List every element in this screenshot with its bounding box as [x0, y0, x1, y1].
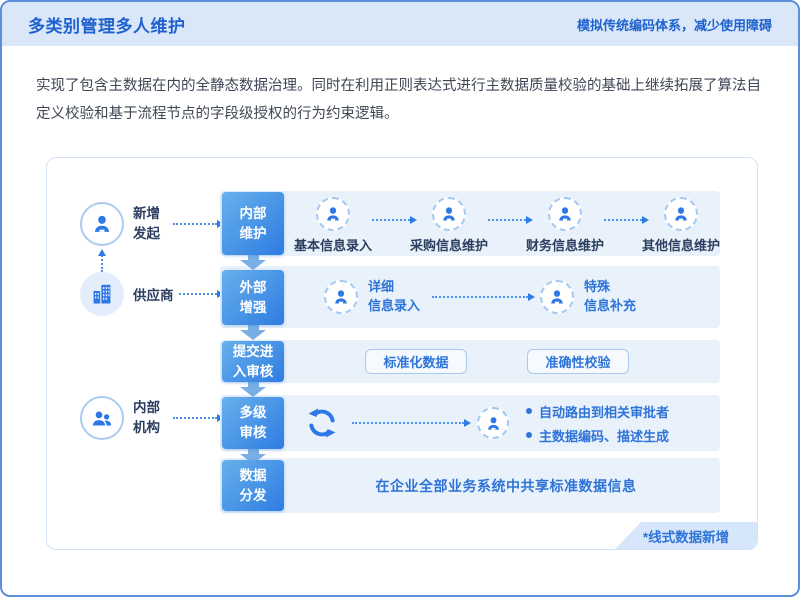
standardized-data-chip: 标准化数据	[365, 349, 467, 374]
sync-icon	[305, 406, 339, 440]
user-icon	[91, 213, 113, 235]
row-data-distribution: 在企业全部业务系统中共享标准数据信息	[220, 458, 720, 513]
row-submit-review: 标准化数据 准确性校验	[220, 340, 720, 383]
row-external-enhance: 详细 信息录入 特殊 信息补充	[220, 266, 720, 328]
actor-label: 内部 机构	[133, 400, 160, 436]
user-icon	[548, 197, 583, 231]
bullet-item: 自动路由到相关审批者	[526, 402, 669, 421]
actor-internal-org	[80, 396, 124, 440]
header-subtitle: 模拟传统编码体系，减少使用障碍	[576, 17, 772, 33]
step-item: 详细 信息录入	[324, 278, 420, 316]
arrow-down-icon	[240, 254, 266, 270]
actor-label: 新增 发起	[133, 206, 160, 242]
row-multilevel-review: 自动路由到相关审批者 主数据编码、描述生成	[220, 395, 720, 451]
page-title: 多类别管理多人维护	[28, 16, 186, 36]
row-internal-maintenance: 基本信息录入 采购信息维护 财务信息维护 其他信息维护	[220, 191, 720, 256]
arrow-right-icon	[179, 290, 224, 298]
actor-new-initiator	[80, 202, 124, 246]
stage-submit-review: 提交进 入审核	[222, 341, 284, 382]
bullet-item: 主数据编码、描述生成	[526, 426, 669, 445]
actor-label: 供应商	[133, 288, 174, 303]
step-label: 其他信息维护	[642, 238, 721, 253]
user-icon	[432, 197, 467, 231]
stage-external-enhance: 外部 增强	[222, 270, 284, 325]
arrow-down-icon	[240, 381, 266, 397]
user-icon	[540, 280, 575, 314]
user-icon	[324, 280, 358, 314]
step-label: 详细 信息录入	[368, 279, 421, 313]
stage-multilevel-review: 多级 审核	[222, 397, 284, 449]
step-item: 财务信息维护	[526, 197, 604, 254]
arrow-right-icon	[372, 216, 418, 224]
building-icon	[90, 282, 114, 306]
footnote-badge: *线式数据新增	[615, 522, 757, 549]
accuracy-check-chip: 准确性校验	[527, 349, 629, 374]
stage-internal-maintain: 内部 维护	[222, 192, 284, 255]
arrow-right-icon	[173, 220, 224, 228]
step-item: 其他信息维护	[642, 197, 720, 254]
arrow-down-icon	[240, 324, 266, 340]
actor-supplier	[80, 272, 124, 316]
arrow-right-icon	[604, 216, 650, 224]
step-label: 基本信息录入	[294, 238, 373, 253]
user-icon	[316, 197, 350, 231]
users-icon	[90, 406, 114, 430]
step-label: 特殊 信息补充	[584, 279, 637, 313]
header: 多类别管理多人维护 模拟传统编码体系，减少使用障碍	[2, 2, 798, 46]
arrow-right-icon	[173, 414, 224, 422]
arrow-right-icon	[432, 293, 536, 301]
step-label: 采购信息维护	[410, 238, 489, 253]
step-item: 基本信息录入	[294, 197, 372, 254]
arrow-right-icon	[488, 216, 534, 224]
distribution-text: 在企业全部业务系统中共享标准数据信息	[375, 477, 637, 494]
intro-paragraph: 实现了包含主数据在内的全静态数据治理。同时在利用正则表达式进行主数据质量校验的基…	[36, 78, 761, 123]
stage-data-distribute: 数据 分发	[222, 460, 284, 511]
step-label: 财务信息维护	[526, 238, 605, 253]
arrow-right-icon	[352, 419, 471, 427]
user-icon	[477, 407, 509, 439]
step-item: 特殊 信息补充	[540, 278, 636, 316]
user-icon	[664, 197, 699, 231]
step-item: 采购信息维护	[410, 197, 488, 254]
review-bullets: 自动路由到相关审批者 主数据编码、描述生成	[526, 402, 669, 445]
diagram-card: 新增 发起 供应商 内部 机构 基本信息录入 采购信息维护	[46, 157, 758, 550]
arrow-down-icon	[240, 448, 266, 464]
arrow-up-icon	[98, 249, 106, 272]
